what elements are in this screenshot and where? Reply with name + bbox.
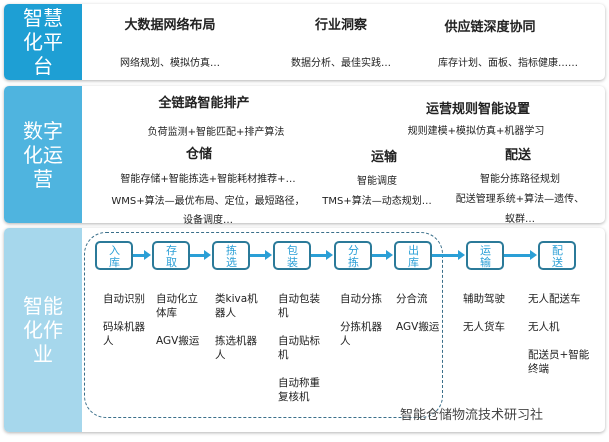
- equipment-item: 分拣机器人: [340, 321, 382, 347]
- step-equipment-list: 自动包装机自动贴标机自动称重复核机: [278, 292, 322, 418]
- equipment-item: 辅助驾驶: [463, 293, 505, 305]
- warehouse-desc: 设备调度…: [183, 215, 233, 226]
- item-desc: 库存计划、面板、指标健康……: [438, 58, 578, 69]
- step-equipment-list: 无人配送车无人机配送员+智能终端: [528, 292, 592, 390]
- equipment-item: 无人机: [528, 321, 560, 333]
- watermark: 智能仓储物流技术研习社: [400, 408, 544, 423]
- step-box-7: 配送: [538, 241, 576, 270]
- step-equipment-list: 自动识别码垛机器人: [103, 292, 147, 362]
- warehouse-scope-boundary: [84, 232, 443, 418]
- equipment-item: 分合流: [396, 293, 428, 305]
- delivery-desc: 配送管理系统+算法—遗传、: [455, 194, 585, 205]
- equipment-item: 码垛机器人: [103, 321, 145, 347]
- equipment-item: 无人配送车: [528, 293, 581, 305]
- rules-desc: 规则建模+模拟仿真+机器学习: [407, 126, 545, 137]
- transport-title: 运输: [370, 150, 398, 165]
- delivery-desc: 智能分拣路径规划: [480, 174, 560, 185]
- equipment-item: 配送员+智能终端: [528, 349, 590, 375]
- step-box-3: 包装: [273, 241, 311, 270]
- equipment-item: 自动包装机: [278, 293, 320, 319]
- equipment-item: 拣选机器人: [215, 335, 257, 361]
- item-title: 行业洞察: [314, 18, 368, 33]
- step-box-2: 拣选: [212, 241, 250, 270]
- step-equipment-list: 辅助驾驶无人货车: [463, 292, 507, 348]
- equipment-item: AGV搬运: [156, 335, 200, 347]
- equipment-item: 类kiva机器人: [215, 293, 258, 319]
- item-desc: 网络规划、模拟仿真…: [120, 58, 220, 69]
- step-box-1: 存取: [152, 241, 190, 270]
- full-chain-title: 全链路智能排产: [158, 96, 250, 111]
- band-label: 智能化作业: [4, 228, 82, 432]
- step-box-5: 出库: [394, 241, 432, 270]
- flow-arrow: [432, 250, 465, 260]
- smart-platform-band: 智慧化平台 大数据网络布局 网络规划、模拟仿真… 行业洞察 数据分析、最佳实践……: [4, 4, 605, 80]
- full-chain-desc: 负荷监测+智能匹配+排产算法: [147, 127, 285, 138]
- step-box-4: 分拣: [334, 241, 372, 270]
- band-label: 智慧化平台: [4, 4, 82, 80]
- equipment-item: 自动分拣: [340, 293, 382, 305]
- transport-desc: 智能调度: [357, 176, 397, 187]
- item-title: 供应链深度协同: [444, 20, 536, 35]
- step-box-0: 入库: [95, 241, 133, 270]
- step-equipment-list: 分合流 AGV搬运: [396, 292, 440, 348]
- delivery-title: 配送: [504, 148, 532, 163]
- warehouse-title: 仓储: [185, 147, 213, 162]
- item-title: 大数据网络布局: [124, 18, 216, 33]
- warehouse-desc: 智能存储+智能拣选+智能耗材推荐+…: [120, 174, 296, 185]
- transport-desc: TMS+算法—动态规划…: [322, 196, 432, 207]
- equipment-item: 自动识别: [103, 293, 145, 305]
- step-equipment-list: 类kiva机器人拣选机器人: [215, 292, 259, 376]
- step-equipment-list: 自动分拣分拣机器人: [340, 292, 384, 362]
- equipment-item: 自动称重复核机: [278, 377, 320, 403]
- flow-arrow: [372, 250, 393, 260]
- equipment-item: 无人货车: [463, 321, 505, 333]
- equipment-item: 自动化立体库: [156, 293, 198, 319]
- step-equipment-list: 自动化立体库 AGV搬运: [156, 292, 200, 362]
- flow-arrow: [250, 250, 272, 260]
- flow-arrow: [190, 250, 211, 260]
- band-label: 数字化运营: [4, 86, 82, 223]
- equipment-item: 自动贴标机: [278, 335, 320, 361]
- rules-title: 运营规则智能设置: [425, 102, 531, 117]
- delivery-desc: 蚁群…: [505, 214, 535, 225]
- flow-arrow: [311, 250, 333, 260]
- item-desc: 数据分析、最佳实践…: [291, 58, 391, 69]
- flow-arrow: [133, 250, 151, 260]
- digital-ops-band: 数字化运营 全链路智能排产 负荷监测+智能匹配+排产算法 运营规则智能设置 规则…: [4, 86, 605, 226]
- warehouse-desc: WMS+算法—最优布局、定位，最短路径，: [111, 196, 305, 207]
- step-box-6: 运输: [466, 241, 504, 270]
- equipment-item: AGV搬运: [396, 321, 440, 333]
- flow-arrow: [504, 250, 537, 260]
